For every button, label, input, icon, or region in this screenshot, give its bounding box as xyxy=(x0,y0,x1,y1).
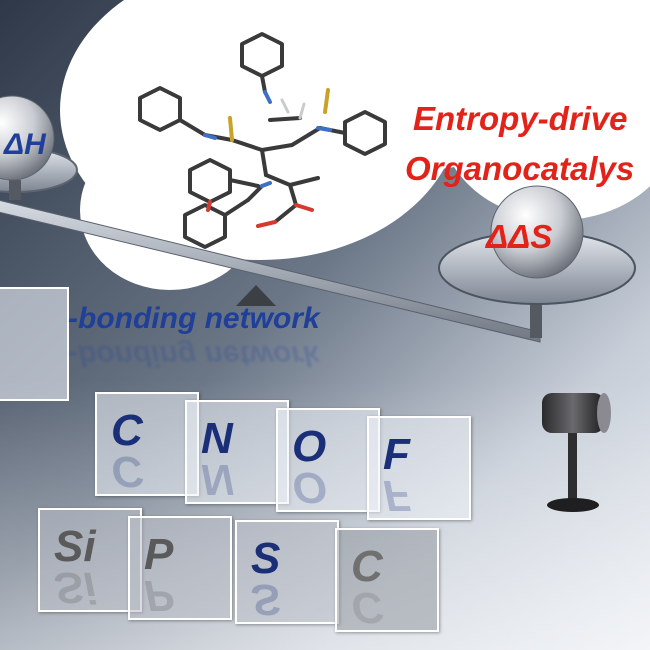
enthalpy-label: ΔH xyxy=(4,128,46,161)
molecule-structure xyxy=(138,32,387,249)
fulcrum-icon xyxy=(236,285,276,306)
entropy-sphere-icon xyxy=(490,185,584,279)
element-tile-si: Si Si xyxy=(38,508,142,612)
element-tile-c: C C xyxy=(95,392,199,496)
element-tile-c-2: C C xyxy=(335,528,439,632)
entropy-label: ΔΔS xyxy=(486,218,553,255)
h-tile xyxy=(0,287,69,401)
element-symbol: S xyxy=(251,534,281,583)
stand-icon xyxy=(542,393,611,512)
element-symbol: Si xyxy=(54,522,96,571)
element-symbol-reflection: O xyxy=(292,463,327,512)
enthalpy-sphere-icon xyxy=(0,95,55,181)
element-symbol: F xyxy=(383,430,410,479)
element-symbol-reflection: S xyxy=(251,575,281,624)
element-tile-s: S S xyxy=(235,520,339,624)
element-symbol: C xyxy=(351,542,383,591)
element-symbol: C xyxy=(111,406,143,455)
balance-beam xyxy=(0,199,541,343)
element-tile-f: F F xyxy=(367,416,471,520)
element-tile-o: O O xyxy=(276,408,380,512)
element-tile-n: N N xyxy=(185,400,289,504)
element-symbol-reflection: F xyxy=(383,471,410,520)
element-symbol: P xyxy=(144,530,174,579)
element-symbol: O xyxy=(292,422,327,471)
element-symbol-reflection: Si xyxy=(54,563,96,612)
element-symbol-reflection: P xyxy=(144,571,174,620)
thought-cloud xyxy=(60,0,650,290)
element-symbol-reflection: C xyxy=(351,583,383,632)
scale-pan-right xyxy=(438,185,636,338)
bonding-network-label: -bonding network xyxy=(68,302,320,335)
element-tile-p: P P xyxy=(128,516,232,620)
title-line-2: Organocatalys xyxy=(405,150,635,187)
element-symbol-reflection: N xyxy=(201,455,233,504)
element-symbol: N xyxy=(201,414,233,463)
title-line-1: Entropy-drive xyxy=(413,100,628,137)
scale-pan-left xyxy=(0,95,78,200)
element-symbol-reflection: C xyxy=(111,447,143,496)
bonding-network-reflection: -bonding network xyxy=(68,339,320,372)
